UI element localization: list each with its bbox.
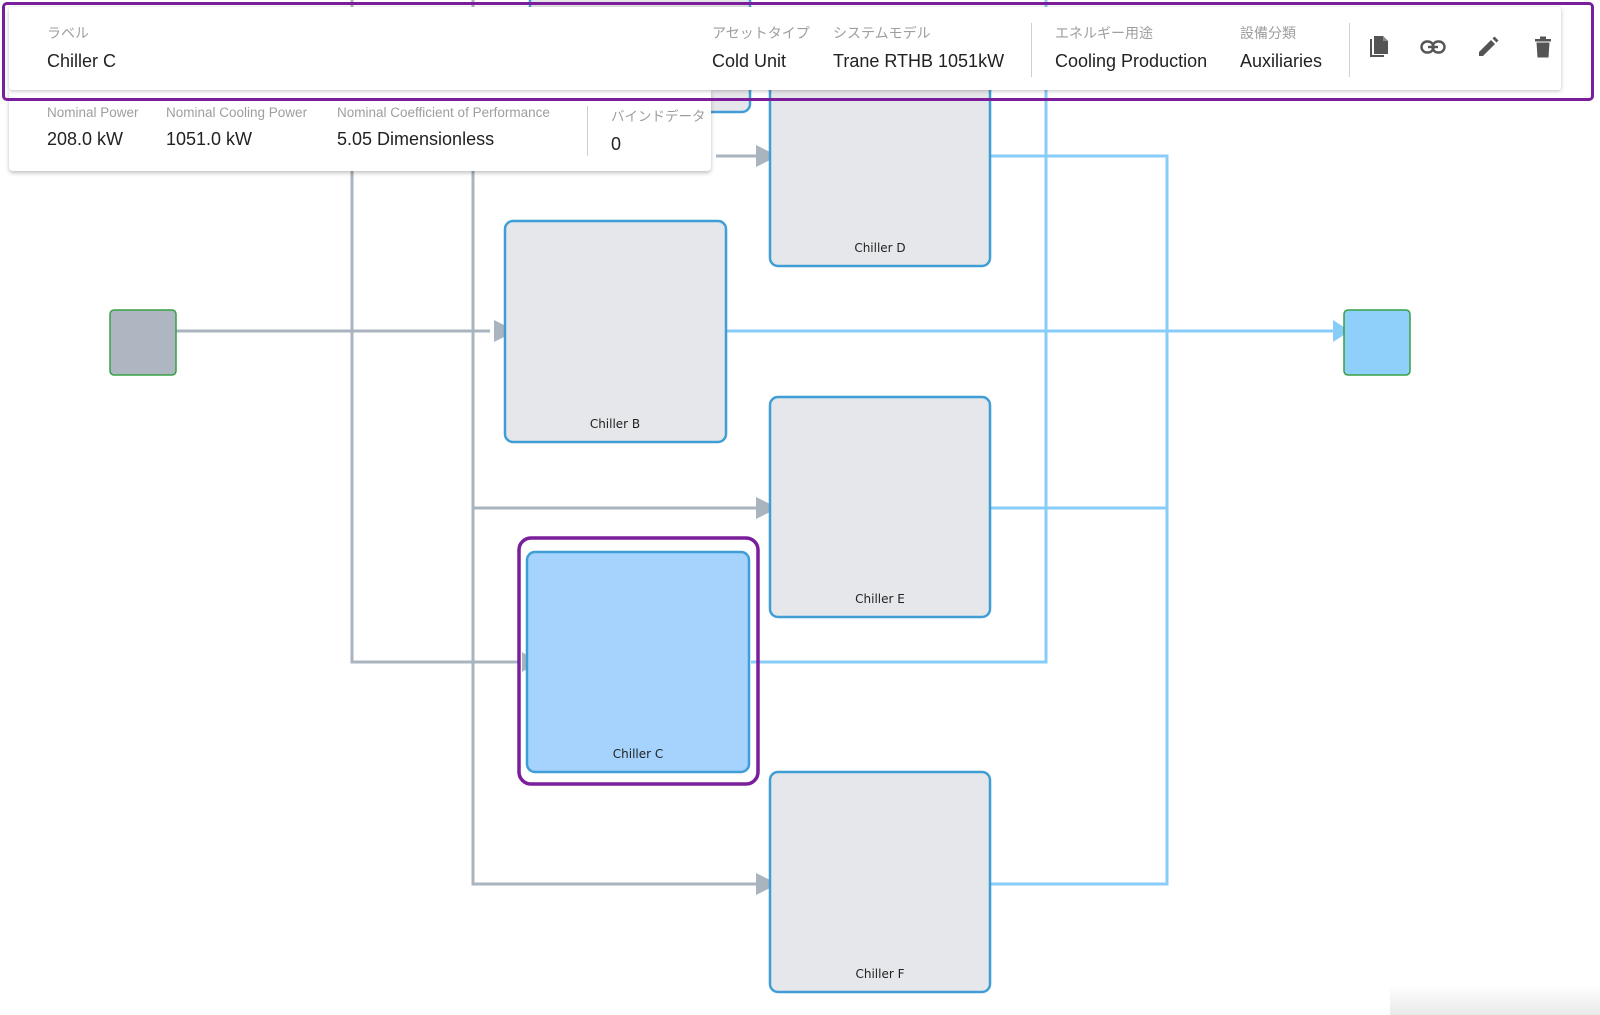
chiller-b-label: Chiller B	[590, 417, 640, 431]
chiller-b-node[interactable]: Chiller B	[503, 219, 728, 444]
chiller-c-node[interactable]: Chiller C	[517, 536, 760, 786]
nominal-cooling-field: Nominal Cooling Power 1051.0 kW	[166, 105, 307, 150]
divider	[587, 106, 588, 156]
chiller-f-node[interactable]: Chiller F	[768, 770, 992, 994]
asset-type-value: Cold Unit	[712, 51, 787, 71]
label-field: ラベル Chiller C	[47, 23, 116, 72]
equipment-class-value: Auxiliaries	[1240, 51, 1323, 71]
source-terminal[interactable]	[109, 309, 177, 376]
chiller-f-label: Chiller F	[855, 967, 904, 981]
system-model-value: Trane RTHB 1051kW	[833, 51, 1005, 71]
copy-button[interactable]	[1365, 33, 1393, 61]
asset-type-field: アセットタイプ Cold Unit	[712, 23, 810, 72]
delete-button[interactable]	[1529, 33, 1557, 61]
nominal-power-value: 208.0 kW	[47, 129, 124, 149]
energy-use-title: エネルギー用途	[1055, 25, 1153, 41]
asset-info-bar: ラベル Chiller C アセットタイプ Cold Unit システムモデル …	[9, 7, 1561, 90]
chiller-c-label: Chiller C	[613, 747, 664, 761]
asset-type-title: アセットタイプ	[712, 25, 810, 41]
nominal-cooling-value: 1051.0 kW	[166, 129, 253, 149]
return-lines	[727, 0, 1333, 886]
chiller-e-label: Chiller E	[855, 592, 905, 606]
equipment-class-field: 設備分類 Auxiliaries	[1240, 23, 1322, 72]
selection-outline	[517, 536, 760, 786]
cop-value: 5.05 Dimensionless	[337, 129, 495, 149]
system-model-title: システムモデル	[833, 25, 931, 41]
chiller-e-node[interactable]: Chiller E	[768, 395, 992, 619]
edit-button[interactable]	[1474, 33, 1502, 61]
edit-icon	[1479, 36, 1499, 56]
bound-data-field: バインドデータ 0	[611, 105, 706, 155]
bound-data-title: バインドデータ	[611, 109, 706, 124]
copy-icon	[1370, 36, 1388, 57]
link-button[interactable]	[1419, 33, 1447, 61]
energy-use-field: エネルギー用途 Cooling Production	[1055, 23, 1207, 72]
equipment-class-title: 設備分類	[1240, 25, 1296, 41]
link-icon	[1420, 40, 1446, 54]
chiller-d-label: Chiller D	[854, 241, 905, 255]
divider	[1031, 23, 1032, 77]
bound-data-value: 0	[611, 134, 622, 154]
supply-lines	[173, 0, 763, 886]
label-title: ラベル	[47, 25, 89, 41]
nominal-power-field: Nominal Power 208.0 kW	[47, 105, 139, 150]
nominal-cooling-title: Nominal Cooling Power	[166, 105, 308, 120]
delete-icon	[1535, 36, 1551, 58]
energy-use-value: Cooling Production	[1055, 51, 1208, 71]
corner-shadow	[1390, 985, 1600, 1015]
nominal-power-title: Nominal Power	[47, 105, 139, 120]
return-arrowhead	[1333, 320, 1350, 342]
divider	[1349, 23, 1350, 77]
label-value: Chiller C	[47, 51, 117, 71]
details-panel: Nominal Power 208.0 kW Nominal Cooling P…	[9, 90, 711, 171]
sink-terminal[interactable]	[1343, 309, 1411, 376]
system-model-field: システムモデル Trane RTHB 1051kW	[833, 23, 1004, 72]
cop-title: Nominal Coefficient of Performance	[337, 105, 550, 120]
cop-field: Nominal Coefficient of Performance 5.05 …	[337, 105, 550, 150]
